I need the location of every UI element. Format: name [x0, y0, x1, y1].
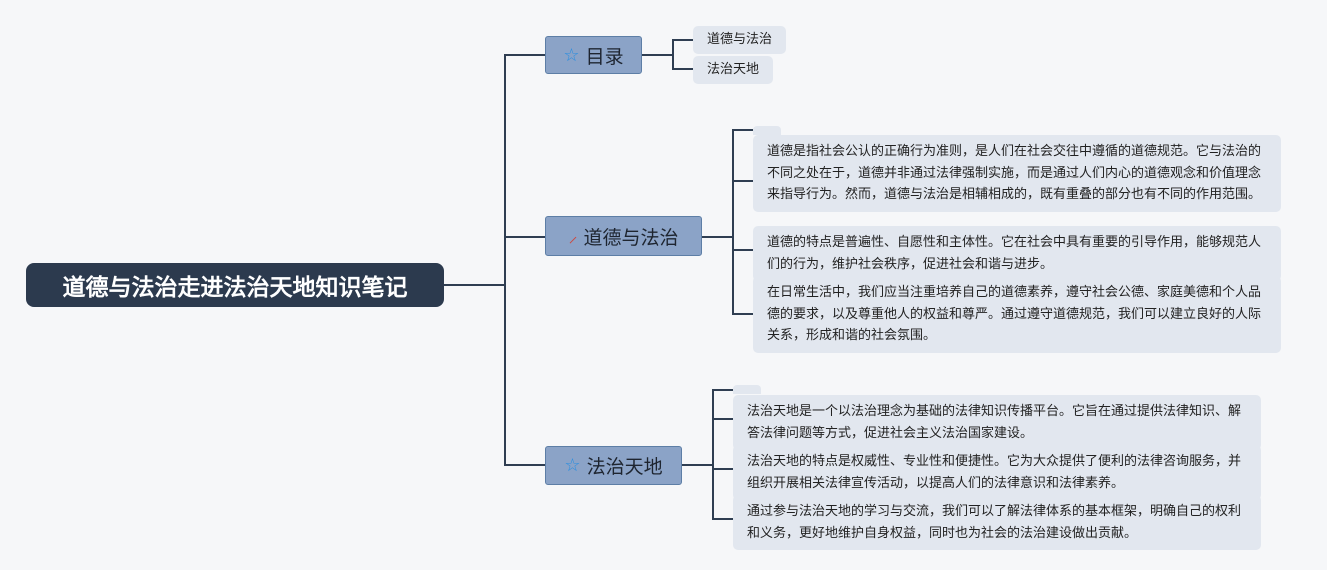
topic-rule-of-law[interactable]: ☆法治天地	[545, 446, 682, 485]
topic-morality-law[interactable]: ⸝道德与法治	[545, 216, 702, 256]
topic-label: 法治天地	[586, 456, 663, 478]
connector	[672, 39, 693, 41]
connector	[642, 54, 673, 56]
leaf-toc-item[interactable]: 道德与法治	[693, 26, 787, 54]
connector	[732, 249, 753, 251]
connector	[712, 389, 714, 520]
connector	[712, 389, 733, 391]
connector	[504, 54, 506, 466]
connector	[732, 129, 753, 131]
empty-node[interactable]	[733, 385, 761, 394]
connector	[702, 236, 733, 238]
connector	[444, 284, 505, 286]
root-title: 道德与法治走进法治天地知识笔记	[62, 275, 408, 301]
magic-wand-icon: ⸝	[568, 226, 578, 247]
connector	[732, 313, 753, 315]
connector	[672, 68, 693, 70]
star-icon: ☆	[564, 455, 581, 476]
connector	[732, 180, 753, 182]
connector	[504, 464, 545, 466]
star-icon: ☆	[563, 44, 580, 66]
leaf-paragraph[interactable]: 道德是指社会公认的正确行为准则，是人们在社会交往中遵循的道德规范。它与法治的不同…	[753, 135, 1281, 212]
root-node[interactable]: 道德与法治走进法治天地知识笔记	[26, 263, 444, 307]
connector	[672, 39, 674, 70]
connector	[712, 468, 733, 470]
leaf-paragraph[interactable]: 法治天地的特点是权威性、专业性和便捷性。它为大众提供了便利的法律咨询服务，并组织…	[733, 445, 1261, 500]
connector	[504, 54, 545, 56]
connector	[504, 236, 545, 238]
topic-label: 道德与法治	[583, 226, 679, 249]
empty-node[interactable]	[753, 126, 781, 135]
connector	[682, 464, 713, 466]
connector	[712, 518, 733, 520]
leaf-paragraph[interactable]: 法治天地是一个以法治理念为基础的法律知识传播平台。它旨在通过提供法律知识、解答法…	[733, 395, 1261, 450]
connector	[712, 418, 733, 420]
leaf-paragraph[interactable]: 通过参与法治天地的学习与交流，我们可以了解法律体系的基本框架，明确自己的权利和义…	[733, 495, 1261, 550]
topic-contents[interactable]: ☆目录	[545, 36, 642, 74]
leaf-paragraph[interactable]: 道德的特点是普遍性、自愿性和主体性。它在社会中具有重要的引导作用，能够规范人们的…	[753, 226, 1281, 281]
leaf-toc-item[interactable]: 法治天地	[693, 56, 774, 84]
leaf-paragraph[interactable]: 在日常生活中，我们应当注重培养自己的道德素养，遵守社会公德、家庭美德和个人品德的…	[753, 276, 1281, 353]
topic-label: 目录	[585, 45, 624, 68]
connector	[732, 129, 734, 315]
